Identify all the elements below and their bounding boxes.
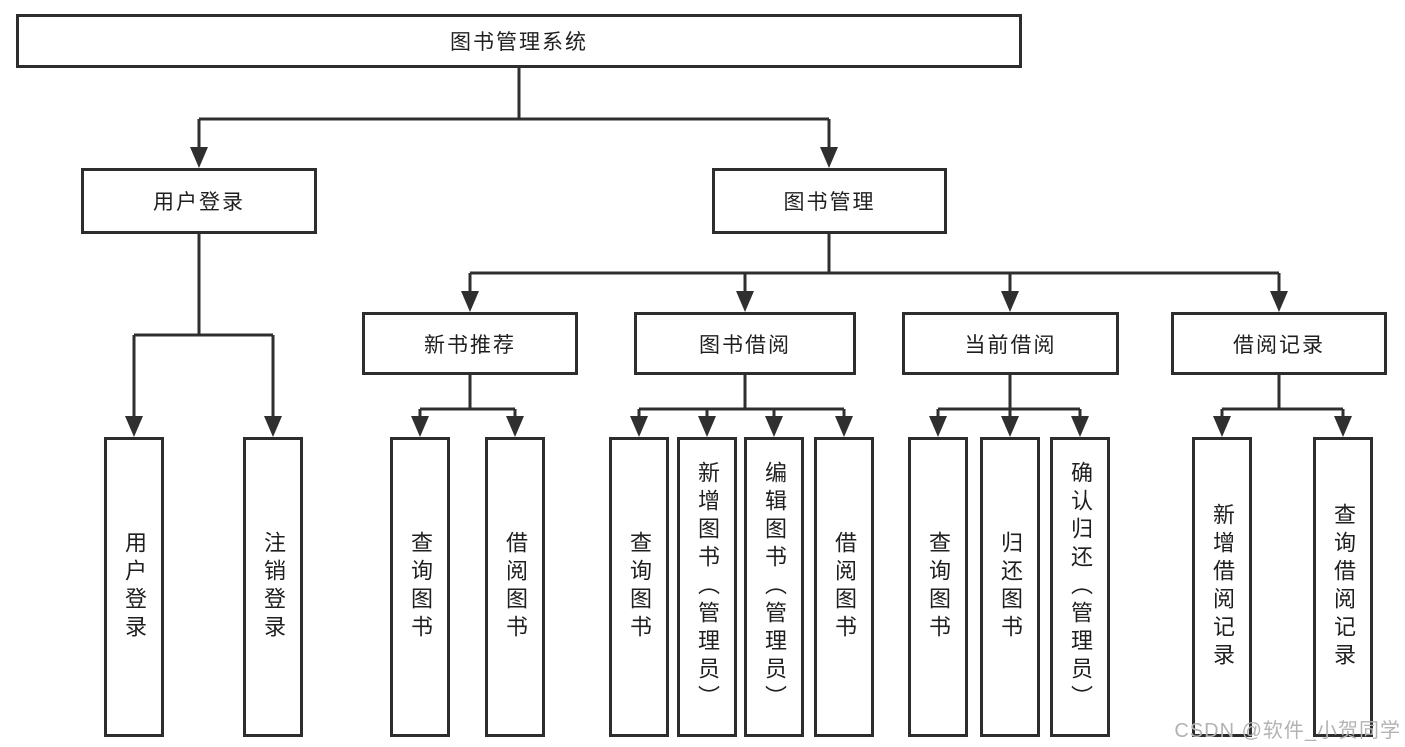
leaf-user-login-label: 用户登录 (122, 531, 147, 643)
node-root-system: 图书管理系统 (16, 14, 1022, 68)
node-borrowing-records: 借阅记录 (1171, 312, 1387, 375)
node-root-system-label: 图书管理系统 (450, 31, 588, 54)
node-borrowing-records-label: 借阅记录 (1233, 333, 1325, 357)
node-book-management-label: 图书管理 (783, 191, 876, 214)
leaf-current-confirm-return-admin: 确认归还（管理员） (1050, 437, 1110, 737)
node-current-borrowing: 当前借阅 (902, 312, 1119, 375)
leaf-logout: 注销登录 (243, 437, 303, 737)
leaf-logout-label: 注销登录 (261, 531, 286, 643)
leaf-borrowing-edit-books-admin: 编辑图书（管理员） (744, 437, 804, 737)
leaf-borrowing-edit-books-admin-label: 编辑图书（管理员） (762, 461, 787, 713)
arrowhead-icons (125, 147, 1352, 437)
leaf-records-query-record-label: 查询借阅记录 (1331, 503, 1356, 671)
leaf-newbooks-query-books: 查询图书 (390, 437, 450, 737)
leaf-current-query-books: 查询图书 (908, 437, 968, 737)
node-user-login-label: 用户登录 (153, 191, 245, 214)
leaf-borrowing-add-books-admin: 新增图书（管理员） (677, 437, 737, 737)
leaf-borrowing-borrow-books-label: 借阅图书 (832, 531, 857, 643)
csdn-watermark: CSDN @软件_小贺同学 (1174, 720, 1401, 742)
leaf-newbooks-query-books-label: 查询图书 (408, 531, 433, 643)
leaf-borrowing-add-books-admin-label: 新增图书（管理员） (695, 461, 720, 713)
leaf-current-query-books-label: 查询图书 (926, 531, 951, 643)
node-new-book-recommend: 新书推荐 (362, 312, 578, 375)
connector-lines (132, 68, 1345, 419)
node-book-management: 图书管理 (712, 168, 947, 234)
node-current-borrowing-label: 当前借阅 (964, 333, 1057, 357)
leaf-borrowing-borrow-books: 借阅图书 (814, 437, 874, 737)
node-new-book-recommend-label: 新书推荐 (424, 333, 516, 357)
leaf-current-return-books: 归还图书 (980, 437, 1040, 737)
leaf-current-return-books-label: 归还图书 (998, 531, 1023, 643)
leaf-current-confirm-return-admin-label: 确认归还（管理员） (1068, 461, 1093, 713)
node-book-borrowing-label: 图书借阅 (699, 333, 791, 357)
leaf-records-add-record: 新增借阅记录 (1192, 437, 1252, 737)
leaf-user-login: 用户登录 (104, 437, 164, 737)
leaf-newbooks-borrow-books: 借阅图书 (485, 437, 545, 737)
node-book-borrowing: 图书借阅 (634, 312, 856, 375)
leaf-borrowing-query-books: 查询图书 (609, 437, 669, 737)
leaf-newbooks-borrow-books-label: 借阅图书 (503, 531, 528, 643)
node-user-login: 用户登录 (81, 168, 317, 234)
leaf-records-add-record-label: 新增借阅记录 (1210, 503, 1235, 671)
leaf-borrowing-query-books-label: 查询图书 (627, 531, 652, 643)
leaf-records-query-record: 查询借阅记录 (1313, 437, 1373, 737)
